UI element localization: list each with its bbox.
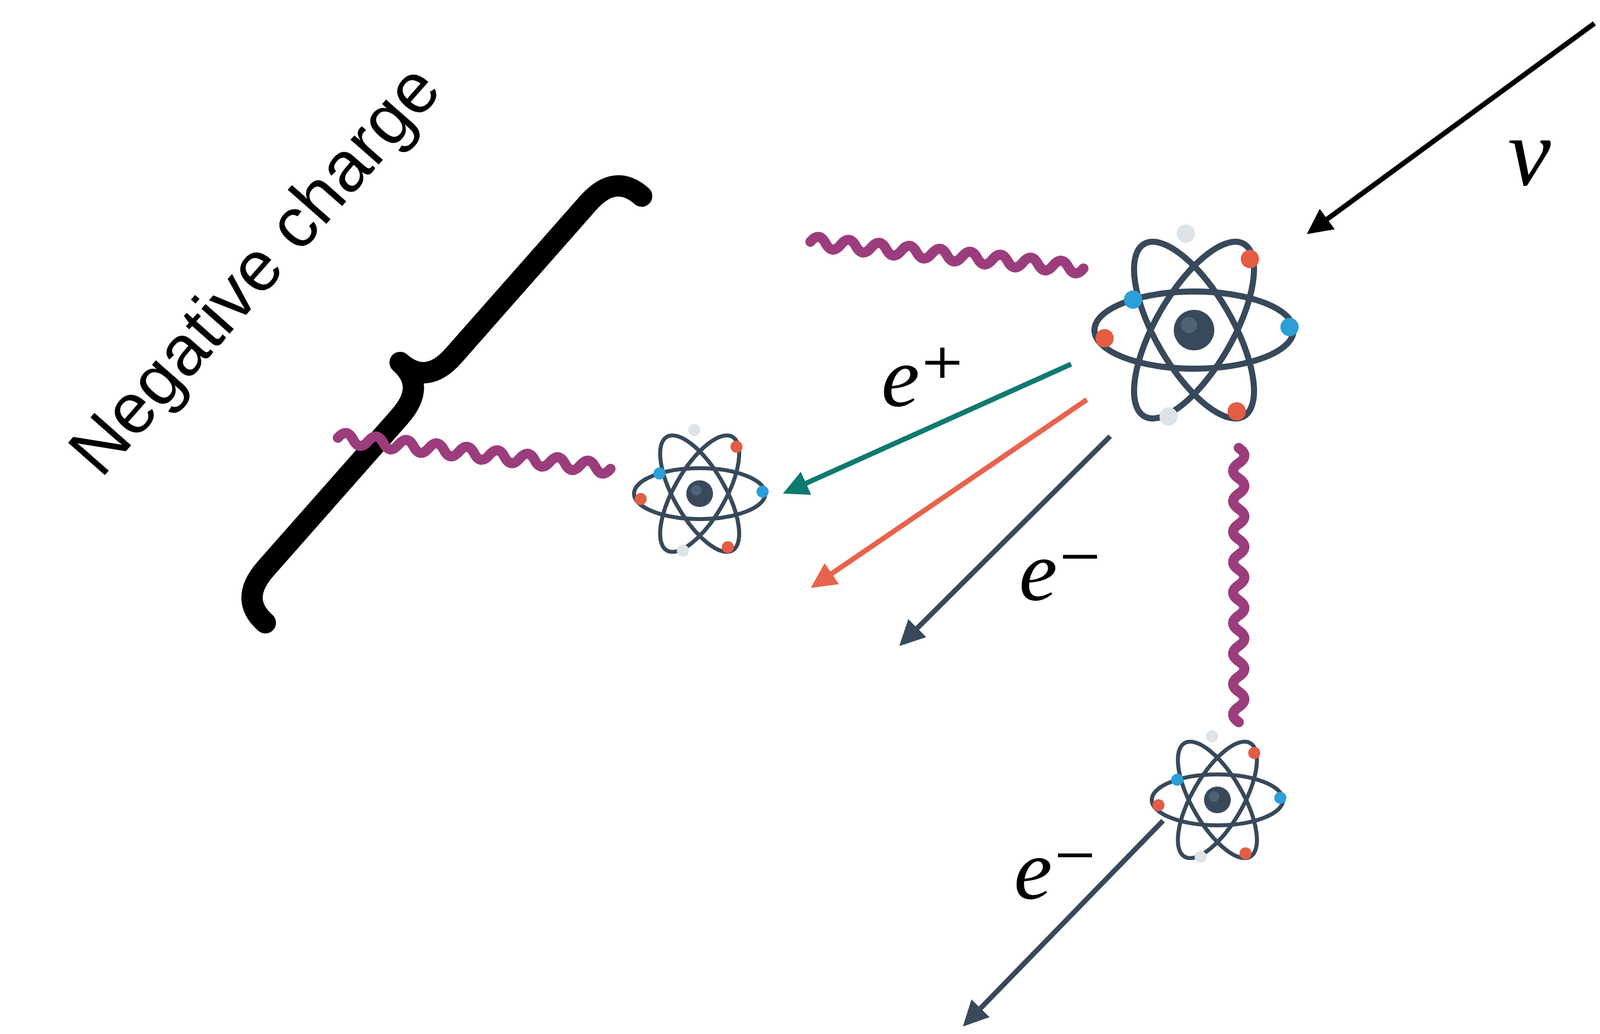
neutrino-arrow	[1310, 23, 1595, 232]
particle-label: e⁺	[881, 329, 965, 425]
particle-label: e⁻	[1018, 527, 1103, 615]
particle-label: ν	[1508, 99, 1551, 206]
particle-label: e⁻	[1013, 826, 1098, 914]
particle-label: e⁻	[1018, 523, 1103, 619]
particle-label: ν	[1508, 104, 1551, 201]
photon-wave	[809, 236, 1085, 275]
particle-label: e⁻	[1013, 822, 1098, 918]
atom-icon	[1094, 224, 1299, 436]
electron-arrow	[966, 821, 1164, 1024]
particle-label: e⁺	[881, 333, 965, 421]
electron-arrow	[902, 436, 1111, 643]
photon-wave	[337, 432, 612, 475]
photon-wave	[1233, 448, 1245, 723]
atom-icon	[1151, 730, 1287, 870]
atom-icon	[634, 424, 769, 564]
